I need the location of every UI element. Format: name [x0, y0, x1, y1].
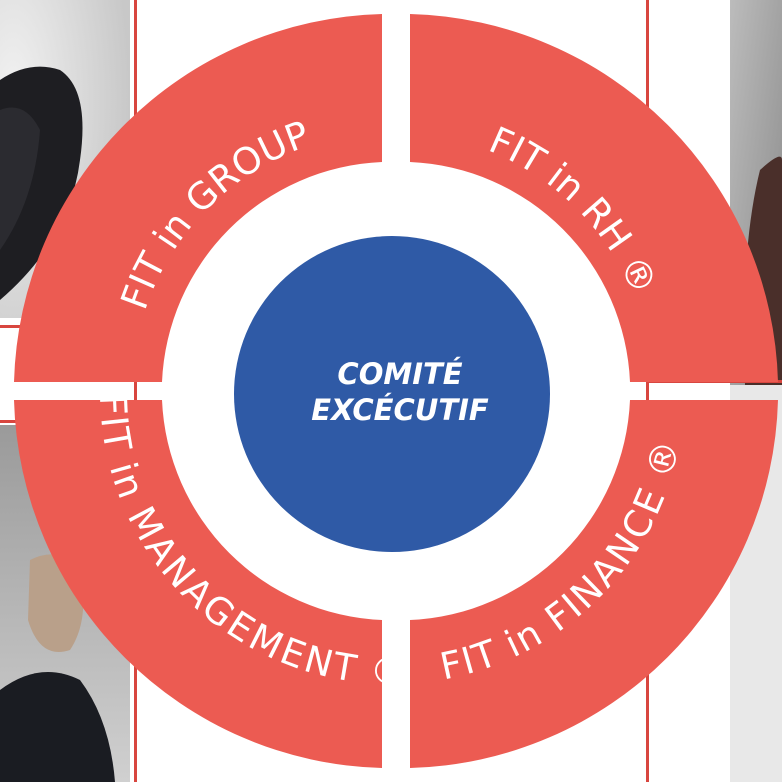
segment-rh [410, 14, 778, 382]
segment-finance [410, 400, 778, 768]
segment-management [14, 400, 382, 768]
center-label-line1: COMITÉ [337, 357, 462, 391]
segment-group [14, 14, 382, 382]
ring [14, 14, 778, 768]
center-label-line2: EXCÉCUTIF [311, 393, 489, 427]
center-circle [234, 236, 550, 552]
